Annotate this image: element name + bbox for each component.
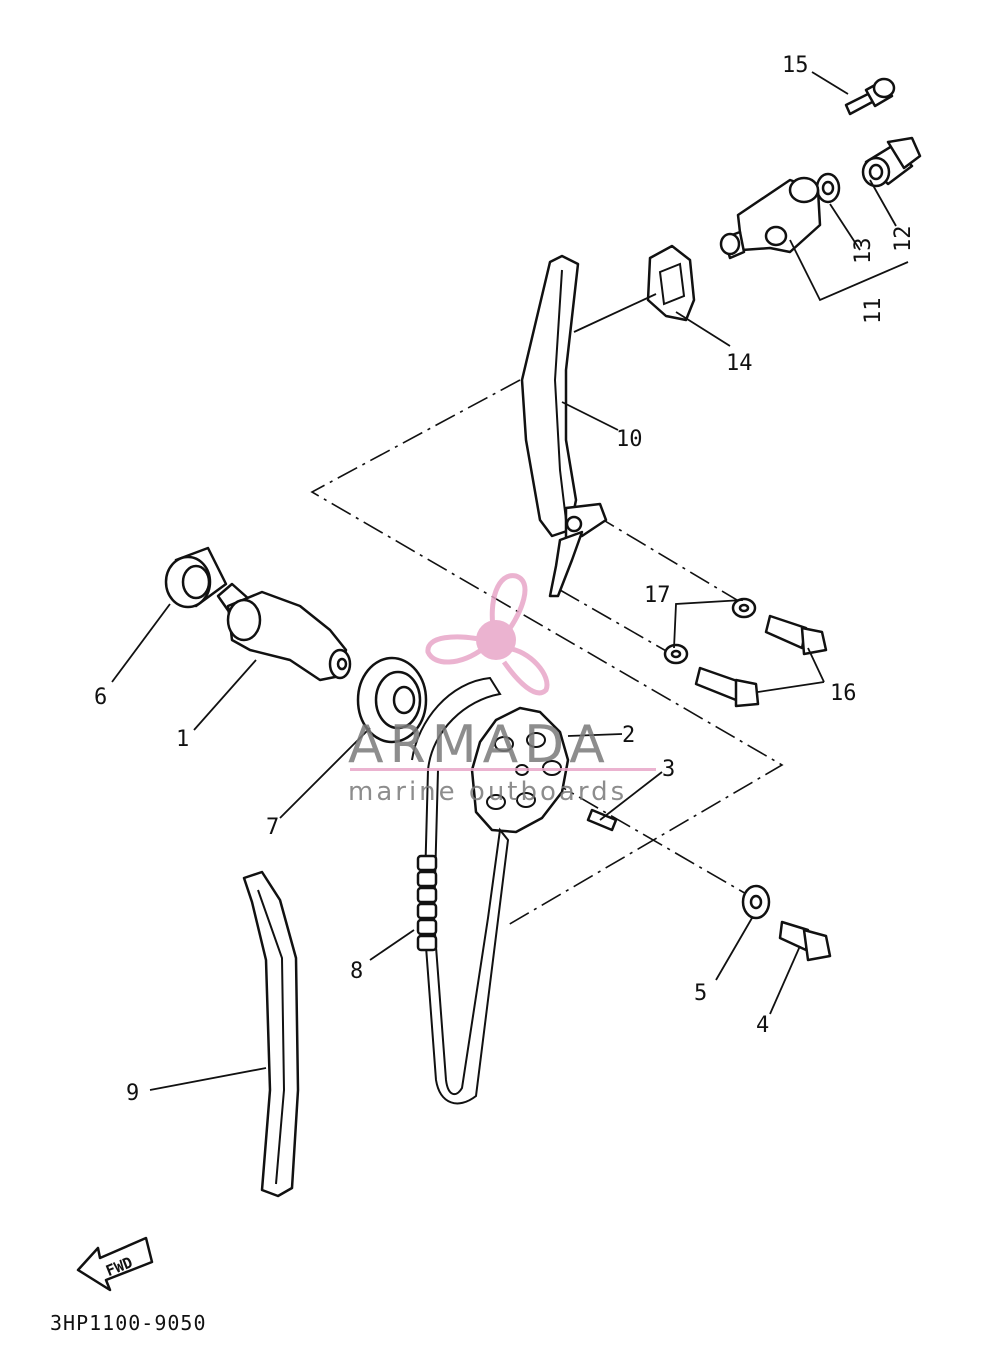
part-4-bolt [778, 920, 832, 962]
label-part-6: 6 [94, 685, 107, 710]
diagram-code: 3HP1100-9050 [50, 1311, 207, 1335]
part-10-chain-guide [520, 254, 608, 598]
part-8-cam-chain [411, 676, 510, 1105]
part-14-gasket [646, 244, 696, 322]
label-part-13: 13 [851, 238, 876, 265]
part-number-labels: 15 12 13 11 14 10 17 16 6 1 7 2 3 8 5 4 … [94, 53, 916, 1106]
leader-lines [111, 71, 909, 1091]
watermark: ARMADA marine outboards [348, 573, 656, 807]
label-part-9: 9 [126, 1081, 139, 1106]
label-part-4: 4 [756, 1013, 769, 1038]
label-part-10: 10 [616, 427, 643, 452]
label-part-3: 3 [662, 757, 675, 782]
part-15-bolt [844, 77, 896, 116]
label-part-14: 14 [726, 351, 753, 376]
fwd-arrow-icon: FWD [76, 1236, 154, 1292]
part-5-washer [741, 884, 771, 920]
label-part-15: 15 [782, 53, 809, 78]
watermark-tagline: marine outboards [348, 777, 627, 807]
label-part-2: 2 [622, 723, 635, 748]
part-12-plug [861, 136, 922, 188]
part-16-bolts [694, 614, 828, 708]
watermark-brand: ARMADA [348, 715, 611, 775]
part-13-gasket [815, 172, 841, 204]
label-part-8: 8 [350, 959, 363, 984]
label-part-11: 11 [861, 298, 886, 325]
label-part-5: 5 [694, 981, 707, 1006]
propeller-logo-icon [425, 573, 550, 696]
part-17-washers [663, 597, 757, 665]
part-3-pin [586, 808, 618, 832]
label-part-7: 7 [266, 815, 279, 840]
part-9-chain-guide [242, 870, 300, 1198]
part-7-bearing [356, 656, 428, 744]
part-6-bearing [164, 546, 228, 609]
part-11-tensioner [719, 176, 822, 260]
watermark-underline [350, 768, 656, 771]
label-part-16: 16 [830, 681, 857, 706]
label-part-1: 1 [176, 727, 189, 752]
label-part-12: 12 [891, 226, 916, 253]
part-1-camshaft [216, 582, 352, 682]
label-part-17: 17 [644, 583, 671, 608]
